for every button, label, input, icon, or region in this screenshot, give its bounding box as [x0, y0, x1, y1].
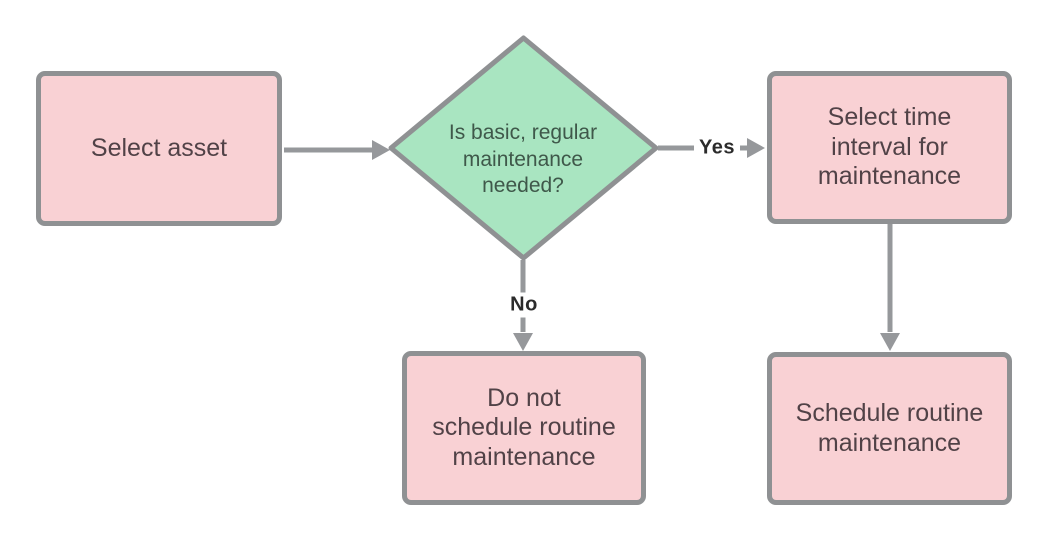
node-schedule-routine-label: Schedule routine maintenance — [795, 399, 984, 457]
edge-next-arrow — [880, 224, 900, 351]
node-select-asset: Select asset — [36, 71, 282, 226]
edge-label-no: No — [505, 292, 543, 318]
arrowhead-right-icon — [372, 140, 390, 160]
node-select-interval-label: Select time interval for maintenance — [817, 103, 962, 191]
node-decision: Is basic, regular maintenance needed? — [408, 106, 638, 214]
arrowhead-right-icon — [747, 138, 765, 158]
node-select-asset-label: Select asset — [90, 133, 228, 162]
node-decision-shape — [388, 35, 659, 261]
edge-label-yes: Yes — [694, 135, 740, 161]
node-do-not-schedule-label: Do not schedule routine maintenance — [432, 383, 616, 471]
node-select-interval: Select time interval for maintenance — [767, 71, 1012, 224]
arrowhead-down-icon — [880, 333, 900, 351]
edge-start-arrow — [284, 140, 390, 160]
node-do-not-schedule: Do not schedule routine maintenance — [402, 351, 646, 505]
node-decision-label: Is basic, regular maintenance needed? — [448, 120, 598, 198]
node-schedule-routine: Schedule routine maintenance — [767, 352, 1012, 505]
arrowhead-down-icon — [513, 333, 533, 351]
